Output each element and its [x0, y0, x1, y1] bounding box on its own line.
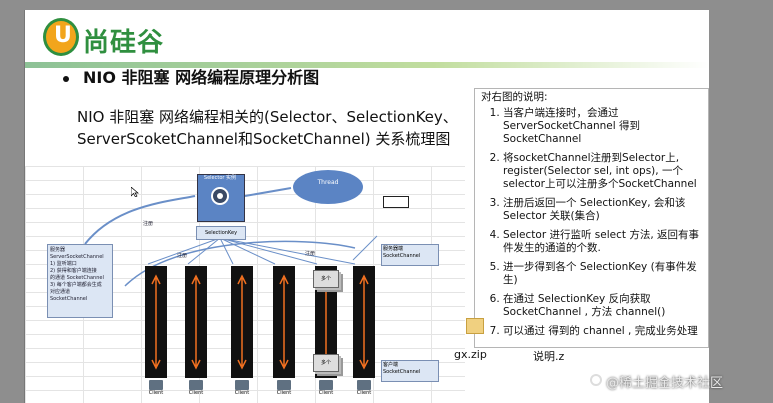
note-item: 注册后返回一个 SelectionKey, 会和该Selector 关联(集合)	[503, 197, 702, 223]
logo-text: 尚硅谷	[83, 28, 165, 58]
selector-box	[197, 174, 245, 222]
socket-channel	[273, 266, 295, 378]
client-icon: Client	[354, 380, 374, 396]
outline-box	[383, 196, 409, 208]
selection-key-box: SelectionKey	[196, 226, 246, 240]
logo-mark: U	[43, 18, 79, 56]
note-list: 当客户端连接时，会通过 ServerSocketChannel 得到 Socke…	[481, 107, 702, 338]
watermark-icon	[590, 374, 602, 386]
thread-ellipse: Thread	[293, 170, 363, 204]
watermark: @稀土掘金技术社区	[606, 376, 724, 391]
client-icon: Client	[232, 380, 252, 396]
client-icon: Client	[146, 380, 166, 396]
register-label: 注册	[305, 251, 316, 257]
note-item: 将socketChannel注册到Selector上, register(Sel…	[503, 152, 702, 191]
many-marker: 多个	[313, 354, 339, 372]
desktop-file-zip[interactable]: gx.zip	[454, 348, 487, 361]
explanation-note: 对右图的说明: 当客户端连接时，会通过 ServerSocketChannel …	[474, 88, 709, 348]
note-item: 在通过 SelectionKey 反向获取 SocketChannel , 方法…	[503, 293, 702, 319]
socket-channel	[231, 266, 253, 378]
note-item: 进一步得到各个 SelectionKey (有事件发生)	[503, 261, 702, 287]
slide-subtitle: NIO 非阻塞 网络编程相关的(Selector、SelectionKey、Se…	[77, 108, 458, 148]
mouse-cursor-icon	[131, 187, 139, 197]
socket-channel	[185, 266, 207, 378]
client-icon: Client	[316, 380, 336, 396]
client-icon: Client	[274, 380, 294, 396]
note-item: 可以通过 得到的 channel , 完成业务处理	[503, 325, 702, 338]
nio-diagram: 服务器 ServerSocketChannel 1) 监听端口 2) 获得和客户…	[25, 166, 465, 403]
desktop-file-readme[interactable]: 说明.z	[533, 350, 565, 363]
selector-label: Selector 实例	[203, 175, 237, 181]
client-icon: Client	[186, 380, 206, 396]
many-marker: 多个	[313, 270, 339, 288]
socket-channel	[353, 266, 375, 378]
header-band	[25, 62, 709, 68]
brand-logo: U 尚硅谷	[39, 18, 209, 60]
slide-heading: NIO 非阻塞 网络编程原理分析图	[63, 64, 319, 88]
note-item: Selector 进行监听 select 方法, 返回有事件发生的通道的个数.	[503, 229, 702, 255]
socket-channel	[145, 266, 167, 378]
server-box: 服务器 ServerSocketChannel 1) 监听端口 2) 获得和客户…	[47, 244, 113, 318]
note-title: 对右图的说明:	[481, 91, 548, 103]
register-label: 注册	[177, 253, 188, 259]
bullet-icon	[63, 75, 69, 82]
register-label: 注册	[143, 221, 154, 227]
note-item: 当客户端连接时，会通过 ServerSocketChannel 得到 Socke…	[503, 107, 702, 146]
folder-icon[interactable]	[466, 318, 484, 334]
gear-icon	[211, 187, 229, 205]
